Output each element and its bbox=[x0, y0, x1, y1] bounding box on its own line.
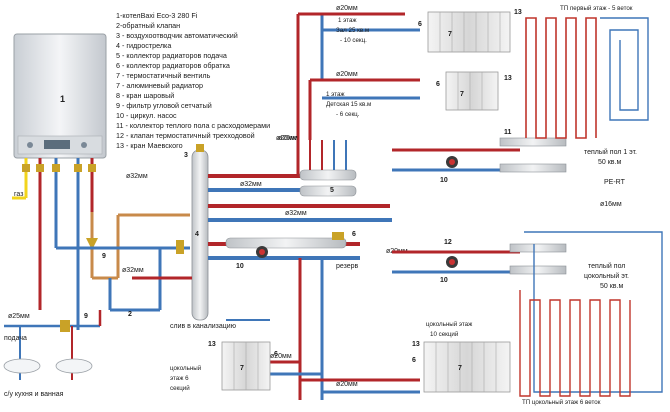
floor-base-line-2: цокольный эт. bbox=[584, 272, 629, 280]
mayevsky-mark-1: 13 bbox=[514, 9, 522, 16]
floor-base-line-1: теплый пол bbox=[588, 262, 625, 270]
valve-mark-1: 6 bbox=[418, 21, 422, 28]
base-left-line-3: секций bbox=[170, 385, 190, 392]
radiator-base-right bbox=[423, 341, 511, 393]
floor-base-loops bbox=[519, 231, 663, 397]
riser-size-5: ø20мм bbox=[270, 353, 292, 360]
valve-mark-3: 6 bbox=[274, 351, 278, 358]
boiler-valves bbox=[22, 164, 96, 172]
pert-label: PE-RT bbox=[604, 179, 626, 186]
legend-item-3: 3 - воздухоотводчик автоматический bbox=[116, 31, 238, 40]
pump-mark-base: 10 bbox=[440, 277, 448, 284]
radiator-kids-mark: 7 bbox=[460, 91, 464, 98]
floor1-manifold bbox=[392, 137, 567, 173]
legend-item-2: 2-обратный клапан bbox=[116, 21, 180, 30]
base-right-line-1: цокольный этаж bbox=[426, 321, 473, 328]
radiator-collector bbox=[299, 140, 357, 197]
kids-line-2: Детская 15 кв.м bbox=[326, 101, 371, 108]
mayevsky-mark-2: 13 bbox=[504, 75, 512, 82]
legend-item-13: 12 - клапан термостатичный трехходовой bbox=[116, 131, 255, 140]
check-valve-mark: 2 bbox=[128, 311, 132, 318]
riser-size-1: ø20мм bbox=[336, 5, 358, 12]
gas-label: газ bbox=[14, 191, 23, 198]
base-left-line-2: этаж 6 bbox=[170, 375, 189, 382]
kids-line-1: 1 этаж bbox=[326, 91, 345, 98]
legend-item-5: 5 - коллектор радиаторов подача bbox=[116, 51, 227, 60]
radiator-base-left bbox=[221, 341, 271, 391]
check-valve-mark-2: 9 bbox=[84, 313, 88, 320]
air-vent-mark: 3 bbox=[184, 152, 188, 159]
legend-item-7: 7 - термостатичный вентиль bbox=[116, 71, 211, 80]
valve-mark-2: 6 bbox=[436, 81, 440, 88]
legend-item-9: 8 - кран шаровый bbox=[116, 91, 174, 100]
pump-mark-floor1: 10 bbox=[440, 177, 448, 184]
three-way-mark: 12 bbox=[444, 239, 452, 246]
tp-first-label: ТП первый этаж - 5 веток bbox=[560, 5, 633, 12]
supply-size: ø25мм bbox=[8, 313, 30, 320]
legend-item-6: 6 - коллектор радиаторов обратка bbox=[116, 61, 230, 70]
mayevsky-mark-3: 13 bbox=[208, 341, 216, 348]
size-label-1: ø32мм bbox=[240, 181, 262, 188]
legend-item-10: 9 - фильтр угловой сетчатый bbox=[116, 101, 212, 110]
radiator-hall-mark: 7 bbox=[448, 31, 452, 38]
size-label-3: ø32мм bbox=[126, 173, 148, 180]
sinks bbox=[3, 358, 93, 374]
hall-line-1: 1 этаж bbox=[338, 17, 357, 24]
kitchen-label: с/у кухня и ванная bbox=[4, 391, 64, 398]
drain-label: слив в канализацию bbox=[170, 323, 236, 330]
separator-mark: 4 bbox=[195, 231, 199, 238]
floor1-line-1: теплый пол 1 эт. bbox=[584, 148, 637, 156]
filter-mark: 9 bbox=[102, 253, 106, 260]
riser-size-3: ø20мм bbox=[276, 135, 298, 142]
mayevsky-mark-4: 13 bbox=[412, 341, 420, 348]
legend-item-1: 1-котелBaxi Eco-3 280 Fi bbox=[116, 11, 198, 20]
radiator-base-right-mark: 7 bbox=[458, 365, 462, 372]
kids-line-3: - 6 секц. bbox=[336, 111, 360, 118]
boiler-pipes bbox=[12, 158, 190, 330]
boiler-loop-size: ø32мм bbox=[122, 267, 144, 274]
tp-base-label: ТП цокольный этаж 6 веток bbox=[522, 399, 601, 406]
hall-line-3: - 10 секц. bbox=[340, 37, 367, 44]
risers bbox=[226, 12, 420, 400]
collector-size: ø20мм bbox=[278, 135, 300, 142]
legend-item-4: 4 - гидрострелка bbox=[116, 41, 171, 50]
radiator-kids bbox=[445, 71, 499, 111]
radiator-base-left-mark: 7 bbox=[240, 365, 244, 372]
legend-item-14: 13 - кран Маевского bbox=[116, 141, 183, 150]
base-right-line-2: 10 секций bbox=[430, 331, 459, 338]
legend-item-11: 10 - циркул. насос bbox=[116, 111, 177, 120]
supply-label: подача bbox=[4, 335, 27, 342]
hall-line-2: Зал 25 кв.м bbox=[336, 27, 369, 34]
d16-label: ø16мм bbox=[600, 201, 622, 208]
manifold-mark-1: 11 bbox=[504, 129, 512, 136]
riser-size-4: ø20мм bbox=[336, 381, 358, 388]
floor-base-line-3: 50 кв.м bbox=[600, 283, 623, 290]
base-left-line-1: цокольный bbox=[170, 365, 202, 372]
boiler-loop bbox=[56, 240, 192, 312]
legend-item-12: 11 - коллектор теплого пола с расходомер… bbox=[116, 121, 270, 130]
floor1-loops bbox=[525, 17, 649, 139]
radiator-hall bbox=[427, 11, 511, 53]
collector-mark-low: 6 bbox=[352, 231, 356, 238]
boiler-mark: 1 bbox=[60, 94, 65, 104]
pump-mark-left: 10 bbox=[236, 263, 244, 270]
hydro-separator bbox=[191, 144, 209, 321]
collector-supply-mark: 5 bbox=[330, 187, 334, 194]
legend-item-8: 7 - алюминевый радиатор bbox=[116, 81, 203, 90]
floor-base-manifold bbox=[392, 243, 567, 275]
valve-mark-4: 6 bbox=[412, 357, 416, 364]
reserve-label: резерв bbox=[336, 263, 359, 270]
legend: 1-котелBaxi Eco-3 280 Fi 2-обратный клап… bbox=[116, 11, 270, 150]
floor1-line-2: 50 кв.м bbox=[598, 159, 621, 166]
boiler bbox=[13, 33, 107, 159]
size-label-2: ø32мм bbox=[285, 210, 307, 217]
pump-group-left bbox=[225, 232, 347, 258]
riser-size-2: ø20мм bbox=[336, 71, 358, 78]
filter-9 bbox=[86, 238, 98, 250]
